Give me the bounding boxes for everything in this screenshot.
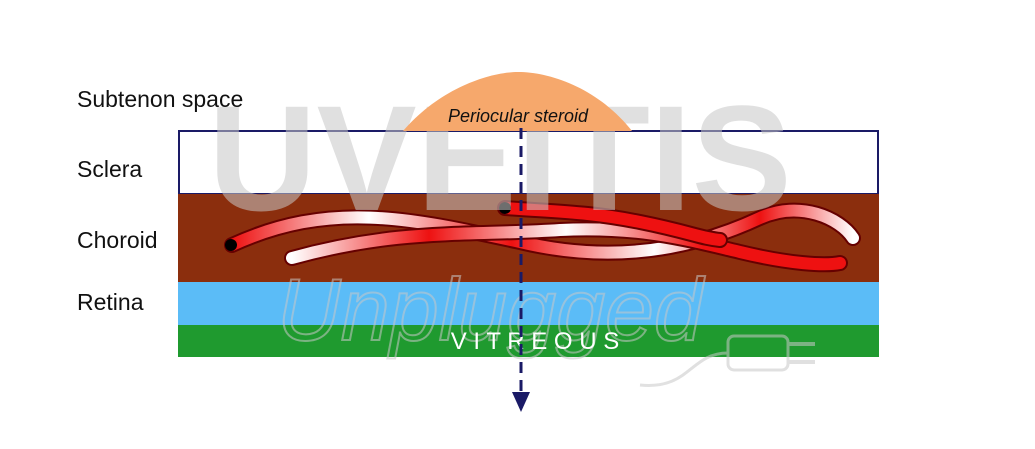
vessel-end-dot bbox=[225, 239, 237, 251]
vessel-2 bbox=[286, 223, 846, 271]
label-subtenon-space: Subtenon space bbox=[77, 86, 244, 112]
watermark: UVEITIS Unplugged bbox=[208, 74, 815, 387]
vessel-3 bbox=[499, 202, 726, 246]
vessel-1 bbox=[226, 204, 859, 259]
sclera-layer bbox=[178, 130, 879, 195]
choroid-vessels bbox=[224, 200, 861, 273]
plug-icon bbox=[639, 334, 815, 387]
depot-label: Periocular steroid bbox=[448, 106, 589, 126]
periocular-steroid-depot bbox=[403, 72, 632, 131]
vitreous-label: V I T R E O U S bbox=[451, 328, 620, 355]
retina-layer bbox=[178, 282, 879, 325]
vessel-end-dot bbox=[499, 202, 511, 214]
label-sclera: Sclera bbox=[77, 156, 143, 182]
arrow-down-icon bbox=[512, 392, 530, 412]
label-choroid: Choroid bbox=[77, 227, 158, 253]
vitreous-layer bbox=[178, 325, 879, 357]
watermark-script: Unplugged bbox=[277, 260, 706, 359]
label-retina: Retina bbox=[77, 289, 144, 315]
